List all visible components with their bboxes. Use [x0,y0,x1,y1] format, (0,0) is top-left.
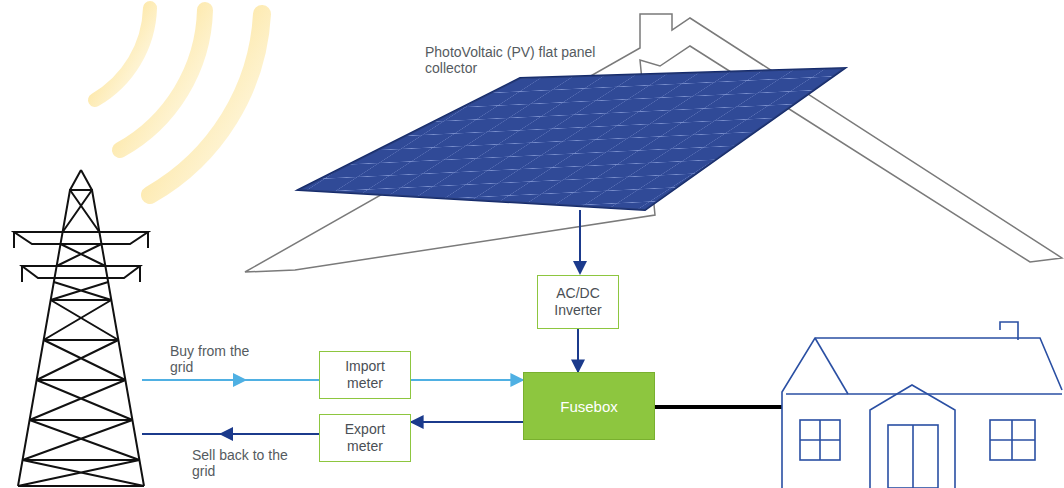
pylon-brace [23,420,140,460]
panel-label: PhotoVoltaic (PV) flat panel collector [425,44,615,76]
inverter-box: AC/DC Inverter [537,275,619,329]
node-text: AC/DC Inverter [544,285,612,319]
connector-arrow [411,421,523,423]
pv-panel [298,68,845,210]
buy-line [142,379,240,381]
pylon-brace [18,460,144,486]
sun-rays [95,8,262,195]
pylon-brace [44,300,119,340]
meter-box: Export meter [319,414,411,462]
house-feed [655,405,782,409]
grid-label: Buy from the grid [170,343,260,375]
pylon [14,170,148,486]
pylon-brace [57,244,106,266]
roof-outline [245,14,1062,272]
dc-wire [579,210,581,268]
pylon-brace [30,380,133,420]
house [782,322,1062,488]
pylon-brace [63,190,100,232]
node-text: Fusebox [560,398,618,415]
grid-label: Sell back to the grid [192,447,292,479]
pylon-brace [37,340,126,380]
node-text: Export meter [326,421,404,455]
sell-line [226,433,320,435]
pylon-brace [51,282,112,300]
connector-arrow [577,329,579,372]
connector-arrow [411,379,523,381]
meter-box: Import meter [319,351,411,399]
fusebox-box: Fusebox [523,372,655,440]
node-text: Import meter [326,358,404,392]
